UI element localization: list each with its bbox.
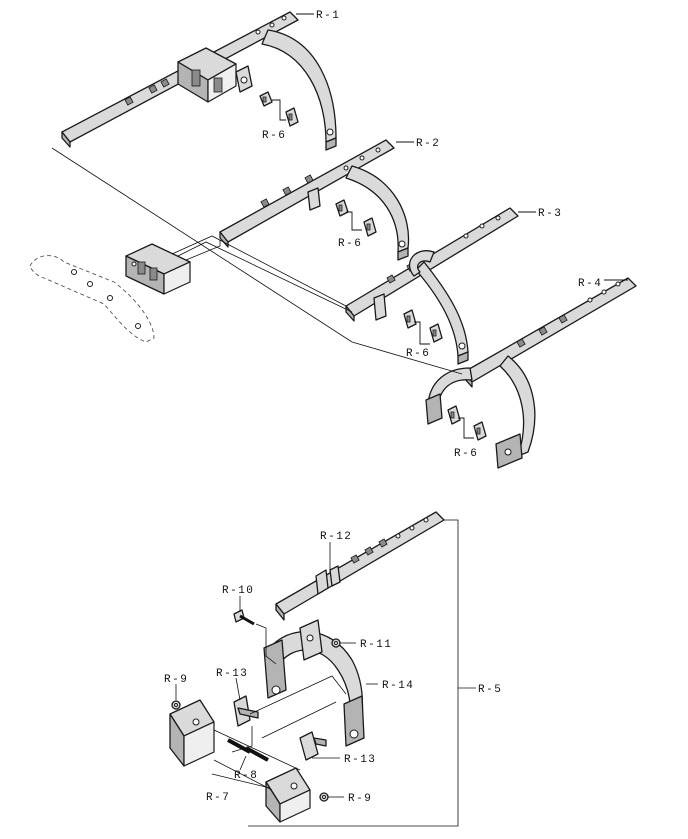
- callout-r6-group3: R-6: [406, 348, 430, 360]
- part-r10-screw: [233, 609, 255, 626]
- part-r9-washer-left: [171, 700, 181, 710]
- part-r11-washer: [331, 638, 341, 648]
- part-r3-assembly: [345, 207, 519, 365]
- part-r8-pin-b: [245, 746, 269, 762]
- callout-r13-lower: R-13: [344, 754, 376, 766]
- part-r7-bracket-right: [265, 767, 311, 823]
- callout-r9-left: R-9: [164, 674, 188, 686]
- callout-r6-group2: R-6: [338, 238, 362, 250]
- part-r7-bracket-left: [169, 699, 215, 767]
- callout-r9-right: R-9: [348, 793, 372, 805]
- callout-r1: R-1: [316, 10, 340, 22]
- part-r4-assembly: [425, 277, 637, 469]
- callout-r13-upper: R-13: [216, 668, 248, 680]
- callout-r6-group4: R-6: [454, 448, 478, 460]
- callout-r7: R-7: [206, 792, 230, 804]
- part-r9-washer-right: [319, 792, 329, 802]
- part-r14-fork: [263, 619, 365, 747]
- callout-r3: R-3: [538, 208, 562, 220]
- part-r12-rod: [275, 511, 445, 621]
- callout-r6-group1: R-6: [262, 130, 286, 142]
- callout-r11: R-11: [360, 639, 392, 651]
- callout-r8: R-8: [234, 770, 258, 782]
- callout-r14: R-14: [382, 680, 414, 692]
- callout-r12: R-12: [320, 531, 352, 543]
- callout-r5: R-5: [478, 684, 502, 696]
- r3-pad-right: [429, 323, 443, 343]
- callout-r4: R-4: [578, 278, 602, 290]
- part-r1-assembly: [61, 11, 337, 151]
- r1-pad-right: [285, 107, 299, 127]
- part-r13-shoe-lower: [299, 731, 327, 761]
- r4-pad-left: [447, 405, 461, 425]
- r3-pad-left: [403, 309, 417, 329]
- r1-pad-left: [259, 91, 273, 107]
- part-r2-assembly: [219, 139, 410, 261]
- part-r5-block-upper: [125, 243, 191, 295]
- r2-pad-left: [335, 199, 349, 217]
- ghost-reference-arm: [29, 255, 155, 343]
- callout-r2: R-2: [416, 138, 440, 150]
- callout-r10: R-10: [222, 585, 254, 597]
- part-r13-shoe-upper: [233, 695, 259, 727]
- r4-pad-right: [473, 421, 487, 441]
- r2-pad-right: [363, 217, 377, 237]
